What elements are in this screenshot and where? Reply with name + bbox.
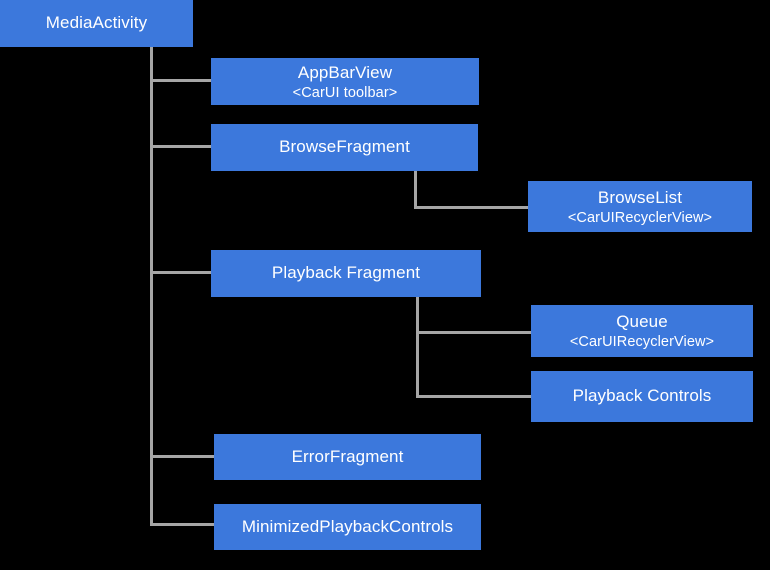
connector-trunk-to-playback-fragment <box>150 271 213 274</box>
connector-playback-fragment-to-playback-controls <box>416 395 533 398</box>
connector-browse-fragment-drop <box>414 171 417 209</box>
connector-trunk-to-appbar <box>150 79 213 82</box>
node-queue[interactable]: Queue <CarUIRecyclerView> <box>531 305 753 357</box>
node-playback-controls[interactable]: Playback Controls <box>531 371 753 422</box>
node-subtitle: <CarUIRecyclerView> <box>569 334 715 351</box>
node-browse-fragment[interactable]: BrowseFragment <box>211 124 478 171</box>
connector-trunk-main <box>150 47 153 526</box>
node-media-activity[interactable]: MediaActivity <box>0 0 193 47</box>
node-title: ErrorFragment <box>291 446 404 466</box>
connector-trunk-to-minimized-controls <box>150 523 216 526</box>
connector-playback-fragment-to-queue <box>416 331 533 334</box>
node-minimized-playback-controls[interactable]: MinimizedPlaybackControls <box>214 504 481 550</box>
node-title: BrowseFragment <box>279 137 410 157</box>
node-title: AppBarView <box>297 62 393 82</box>
node-title: Queue <box>616 312 668 332</box>
node-playback-fragment[interactable]: Playback Fragment <box>211 250 481 297</box>
node-subtitle: <CarUIRecyclerView> <box>567 209 713 226</box>
connector-playback-fragment-drop <box>416 297 419 398</box>
node-subtitle: <CarUI toolbar> <box>292 84 398 101</box>
node-app-bar-view[interactable]: AppBarView <CarUI toolbar> <box>211 58 479 105</box>
connector-trunk-to-browse-fragment <box>150 145 213 148</box>
connector-trunk-to-error-fragment <box>150 455 216 458</box>
node-title: MinimizedPlaybackControls <box>241 516 454 536</box>
node-error-fragment[interactable]: ErrorFragment <box>214 434 481 480</box>
node-title: Playback Controls <box>572 386 712 406</box>
node-title: MediaActivity <box>45 13 148 33</box>
node-title: BrowseList <box>597 187 683 207</box>
node-title: Playback Fragment <box>271 263 421 283</box>
node-browse-list[interactable]: BrowseList <CarUIRecyclerView> <box>528 181 752 232</box>
connector-browse-fragment-to-browse-list <box>414 206 530 209</box>
